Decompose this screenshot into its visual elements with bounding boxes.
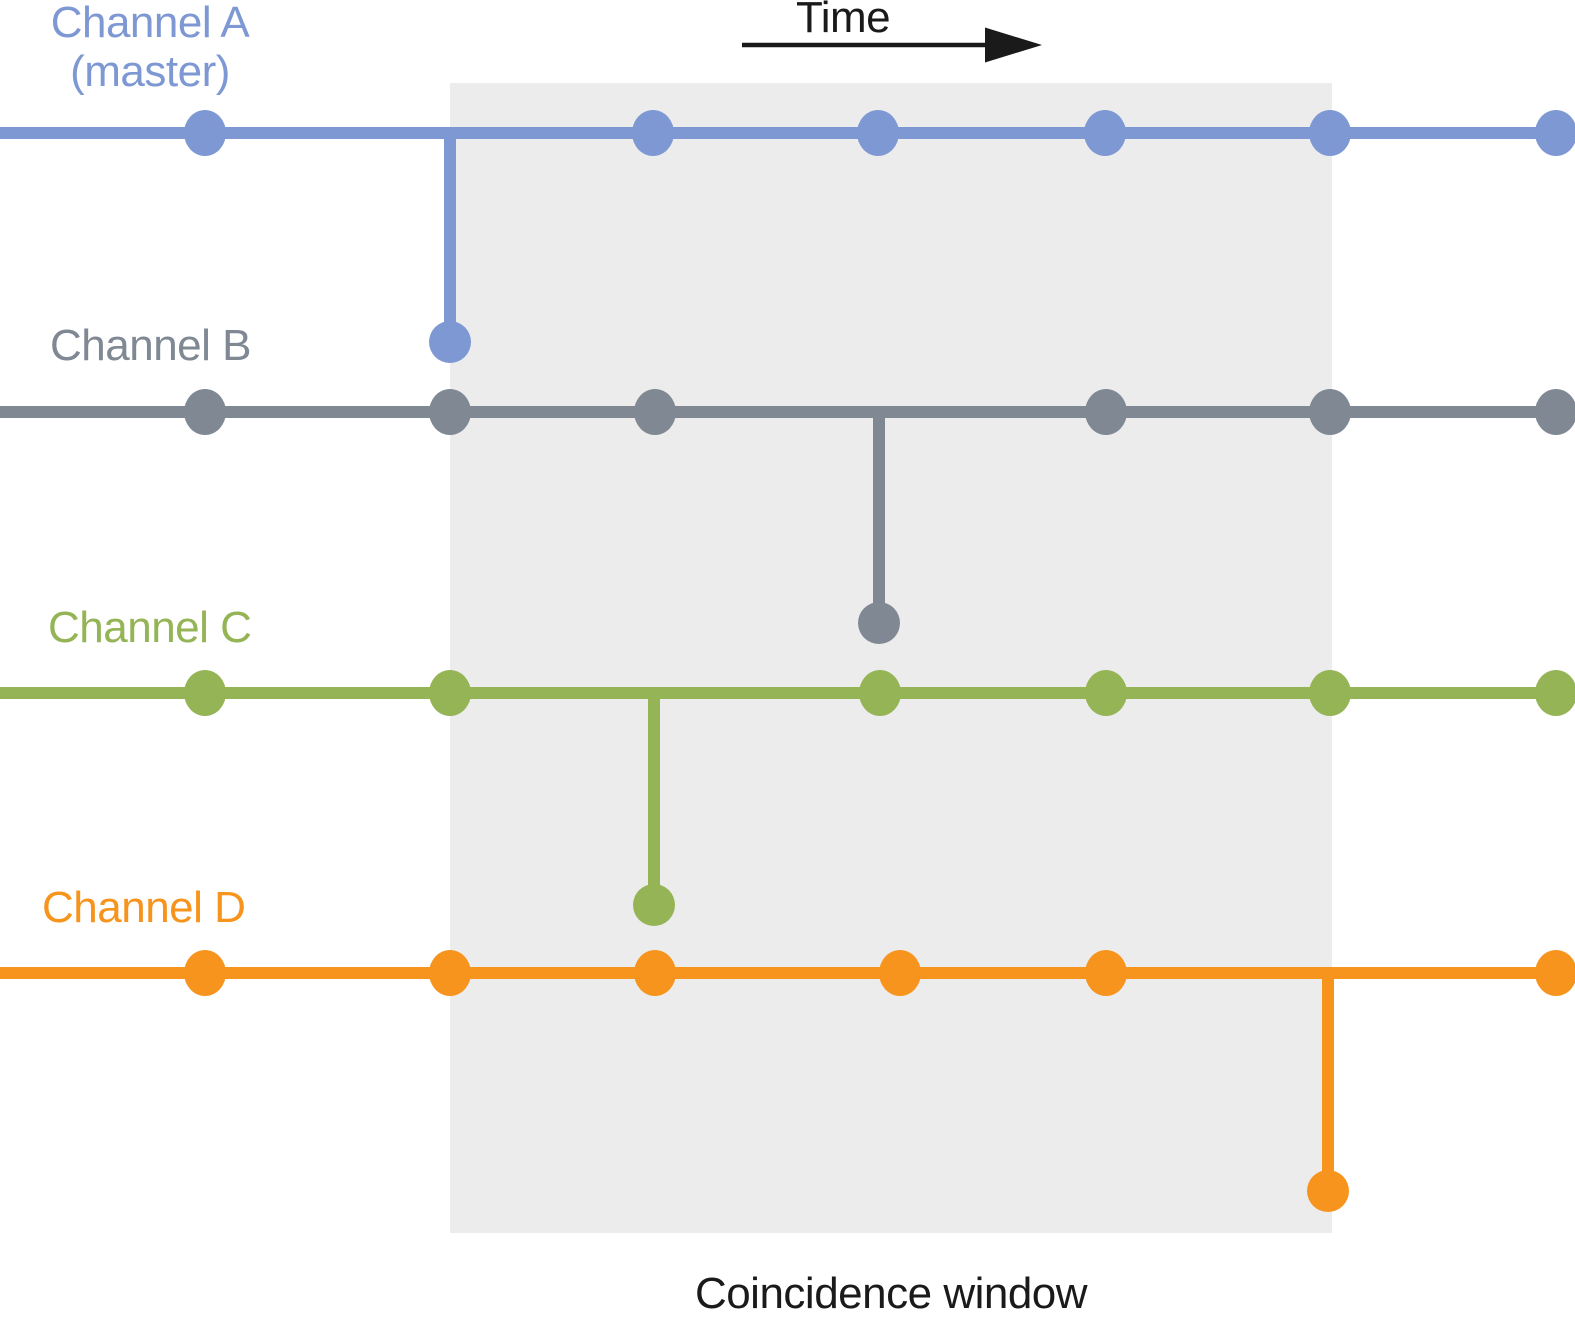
channel-c-event-dot xyxy=(1535,670,1575,716)
channel-b-event-dot xyxy=(429,389,471,435)
channel-a-event-dot xyxy=(632,110,674,156)
channel-b-event-dot xyxy=(634,389,676,435)
time-label: Time xyxy=(796,0,891,42)
channel-d-dropped-event-dot xyxy=(1307,1170,1349,1212)
channel-c-event-dot xyxy=(429,670,471,716)
channel-d-event-dot xyxy=(1085,950,1127,996)
coincidence-window-region xyxy=(450,83,1332,1233)
channel-a-event-dot xyxy=(857,110,899,156)
channel-b-event-dot xyxy=(1309,389,1351,435)
channel-a-event-dot xyxy=(1309,110,1351,156)
channel-a-sublabel: (master) xyxy=(70,47,230,97)
channel-a-label-block: Channel A (master) xyxy=(30,0,270,97)
channel-a-label: Channel A xyxy=(50,0,250,47)
channel-b-event-dot xyxy=(184,389,226,435)
channel-c-event-dot xyxy=(184,670,226,716)
channel-d-event-dot xyxy=(429,950,471,996)
channel-a-event-dot xyxy=(184,110,226,156)
channel-c-event-dot xyxy=(859,670,901,716)
channel-c-dropped-event-dot xyxy=(633,884,675,926)
coincidence-window-label: Coincidence window xyxy=(694,1269,1088,1318)
channel-c-label: Channel C xyxy=(48,603,252,652)
channel-d-event-dot xyxy=(634,950,676,996)
channel-d-event-dot xyxy=(879,950,921,996)
channel-b-label: Channel B xyxy=(50,321,251,370)
channel-d-event-dot xyxy=(1535,950,1575,996)
channel-a-dropped-event-dot xyxy=(429,321,471,363)
time-arrowhead-icon xyxy=(985,27,1042,63)
channel-d-event-dot xyxy=(184,950,226,996)
channel-b-dropped-event-dot xyxy=(858,602,900,644)
channel-a-event-dot xyxy=(1535,110,1575,156)
channel-a-event-dot xyxy=(1084,110,1126,156)
channel-b-event-dot xyxy=(1085,389,1127,435)
channel-c-event-dot xyxy=(1085,670,1127,716)
channel-b-event-dot xyxy=(1535,389,1575,435)
channel-c-event-dot xyxy=(1309,670,1351,716)
channel-d-label: Channel D xyxy=(42,883,246,932)
